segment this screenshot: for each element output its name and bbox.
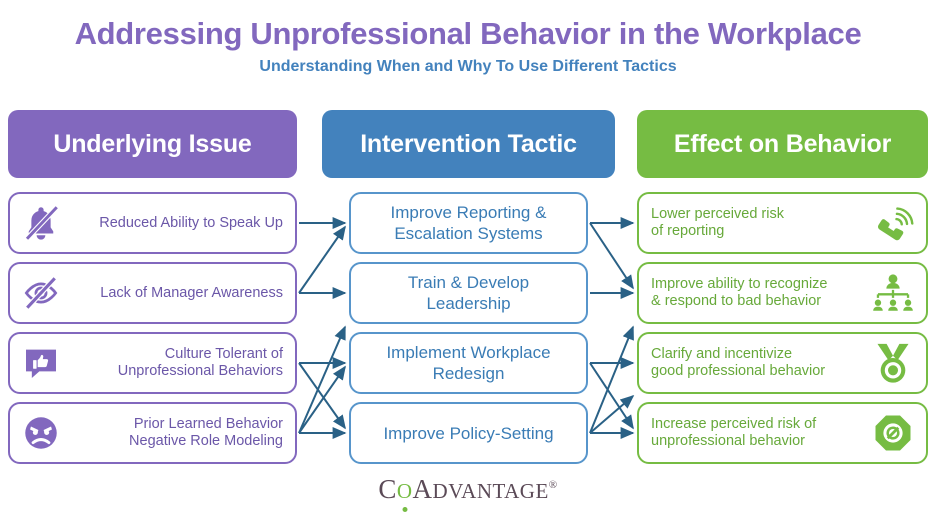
- tactic-card-label: Train & Develop Leadership: [407, 273, 530, 313]
- column-header-effect-on-behavior: Effect on Behavior: [637, 110, 928, 178]
- effect-card-2[interactable]: Improve ability to recognize & respond t…: [637, 262, 928, 324]
- issue-card-label: Prior Learned Behavior Negative Role Mod…: [129, 416, 283, 449]
- tactic-card-label: Implement Workplace Redesign: [386, 343, 551, 383]
- issue-card-label: Culture Tolerant of Unprofessional Behav…: [117, 346, 283, 379]
- issue-card-3[interactable]: Culture Tolerant of Unprofessional Behav…: [8, 332, 297, 394]
- effect-card-label: Lower perceived risk of reporting: [651, 206, 784, 239]
- prohibited-sign-icon: [866, 406, 920, 460]
- column-header-label: Underlying Issue: [53, 129, 252, 158]
- effect-card-4[interactable]: Increase perceived risk of unprofessiona…: [637, 402, 928, 464]
- thumbs-up-comment-icon: [14, 336, 68, 390]
- logo-letter-c: C: [378, 474, 397, 504]
- eye-slash-icon: [14, 266, 68, 320]
- logo-letter-o-green: O: [397, 479, 413, 512]
- column-header-label: Effect on Behavior: [673, 129, 892, 158]
- tactic-card-label: Improve Reporting & Escalation Systems: [390, 203, 547, 243]
- issue-card-4[interactable]: Prior Learned Behavior Negative Role Mod…: [8, 402, 297, 464]
- issue-card-1[interactable]: Reduced Ability to Speak Up: [8, 192, 297, 254]
- registered-trademark-symbol: ®: [548, 479, 558, 491]
- issue-card-label: Reduced Ability to Speak Up: [99, 214, 283, 231]
- logo-green-dot: [402, 507, 408, 512]
- logo-letter-a: A: [412, 474, 433, 504]
- tactic-card-2[interactable]: Train & Develop Leadership: [349, 262, 588, 324]
- page-subtitle: Understanding When and Why To Use Differ…: [259, 58, 677, 75]
- effect-card-label: Increase perceived risk of unprofessiona…: [651, 416, 817, 449]
- tactic-card-3[interactable]: Implement Workplace Redesign: [349, 332, 588, 394]
- tactic-card-4[interactable]: Improve Policy-Setting: [349, 402, 588, 464]
- effect-card-3[interactable]: Clarify and incentivize good professiona…: [637, 332, 928, 394]
- tactic-card-label: Improve Policy-Setting: [383, 423, 554, 443]
- column-header-label: Intervention Tactic: [360, 129, 577, 158]
- logo-wordmark: DVANTAGE: [432, 479, 549, 503]
- issue-card-2[interactable]: Lack of Manager Awareness: [8, 262, 297, 324]
- column-header-intervention-tactic: Intervention Tactic: [322, 110, 615, 178]
- effect-card-label: Improve ability to recognize & respond t…: [651, 276, 828, 309]
- issue-card-label: Lack of Manager Awareness: [100, 284, 283, 301]
- angry-face-icon: [14, 406, 68, 460]
- tactic-card-1[interactable]: Improve Reporting & Escalation Systems: [349, 192, 588, 254]
- medal-award-icon: [866, 336, 920, 390]
- org-chart-people-icon: [866, 266, 920, 320]
- column-header-underlying-issue: Underlying Issue: [8, 110, 297, 178]
- effect-card-1[interactable]: Lower perceived risk of reporting: [637, 192, 928, 254]
- page-title: Addressing Unprofessional Behavior in th…: [74, 16, 862, 51]
- ringing-phone-icon: [866, 196, 920, 250]
- effect-card-label: Clarify and incentivize good professiona…: [651, 346, 826, 379]
- bell-slash-icon: [14, 196, 68, 250]
